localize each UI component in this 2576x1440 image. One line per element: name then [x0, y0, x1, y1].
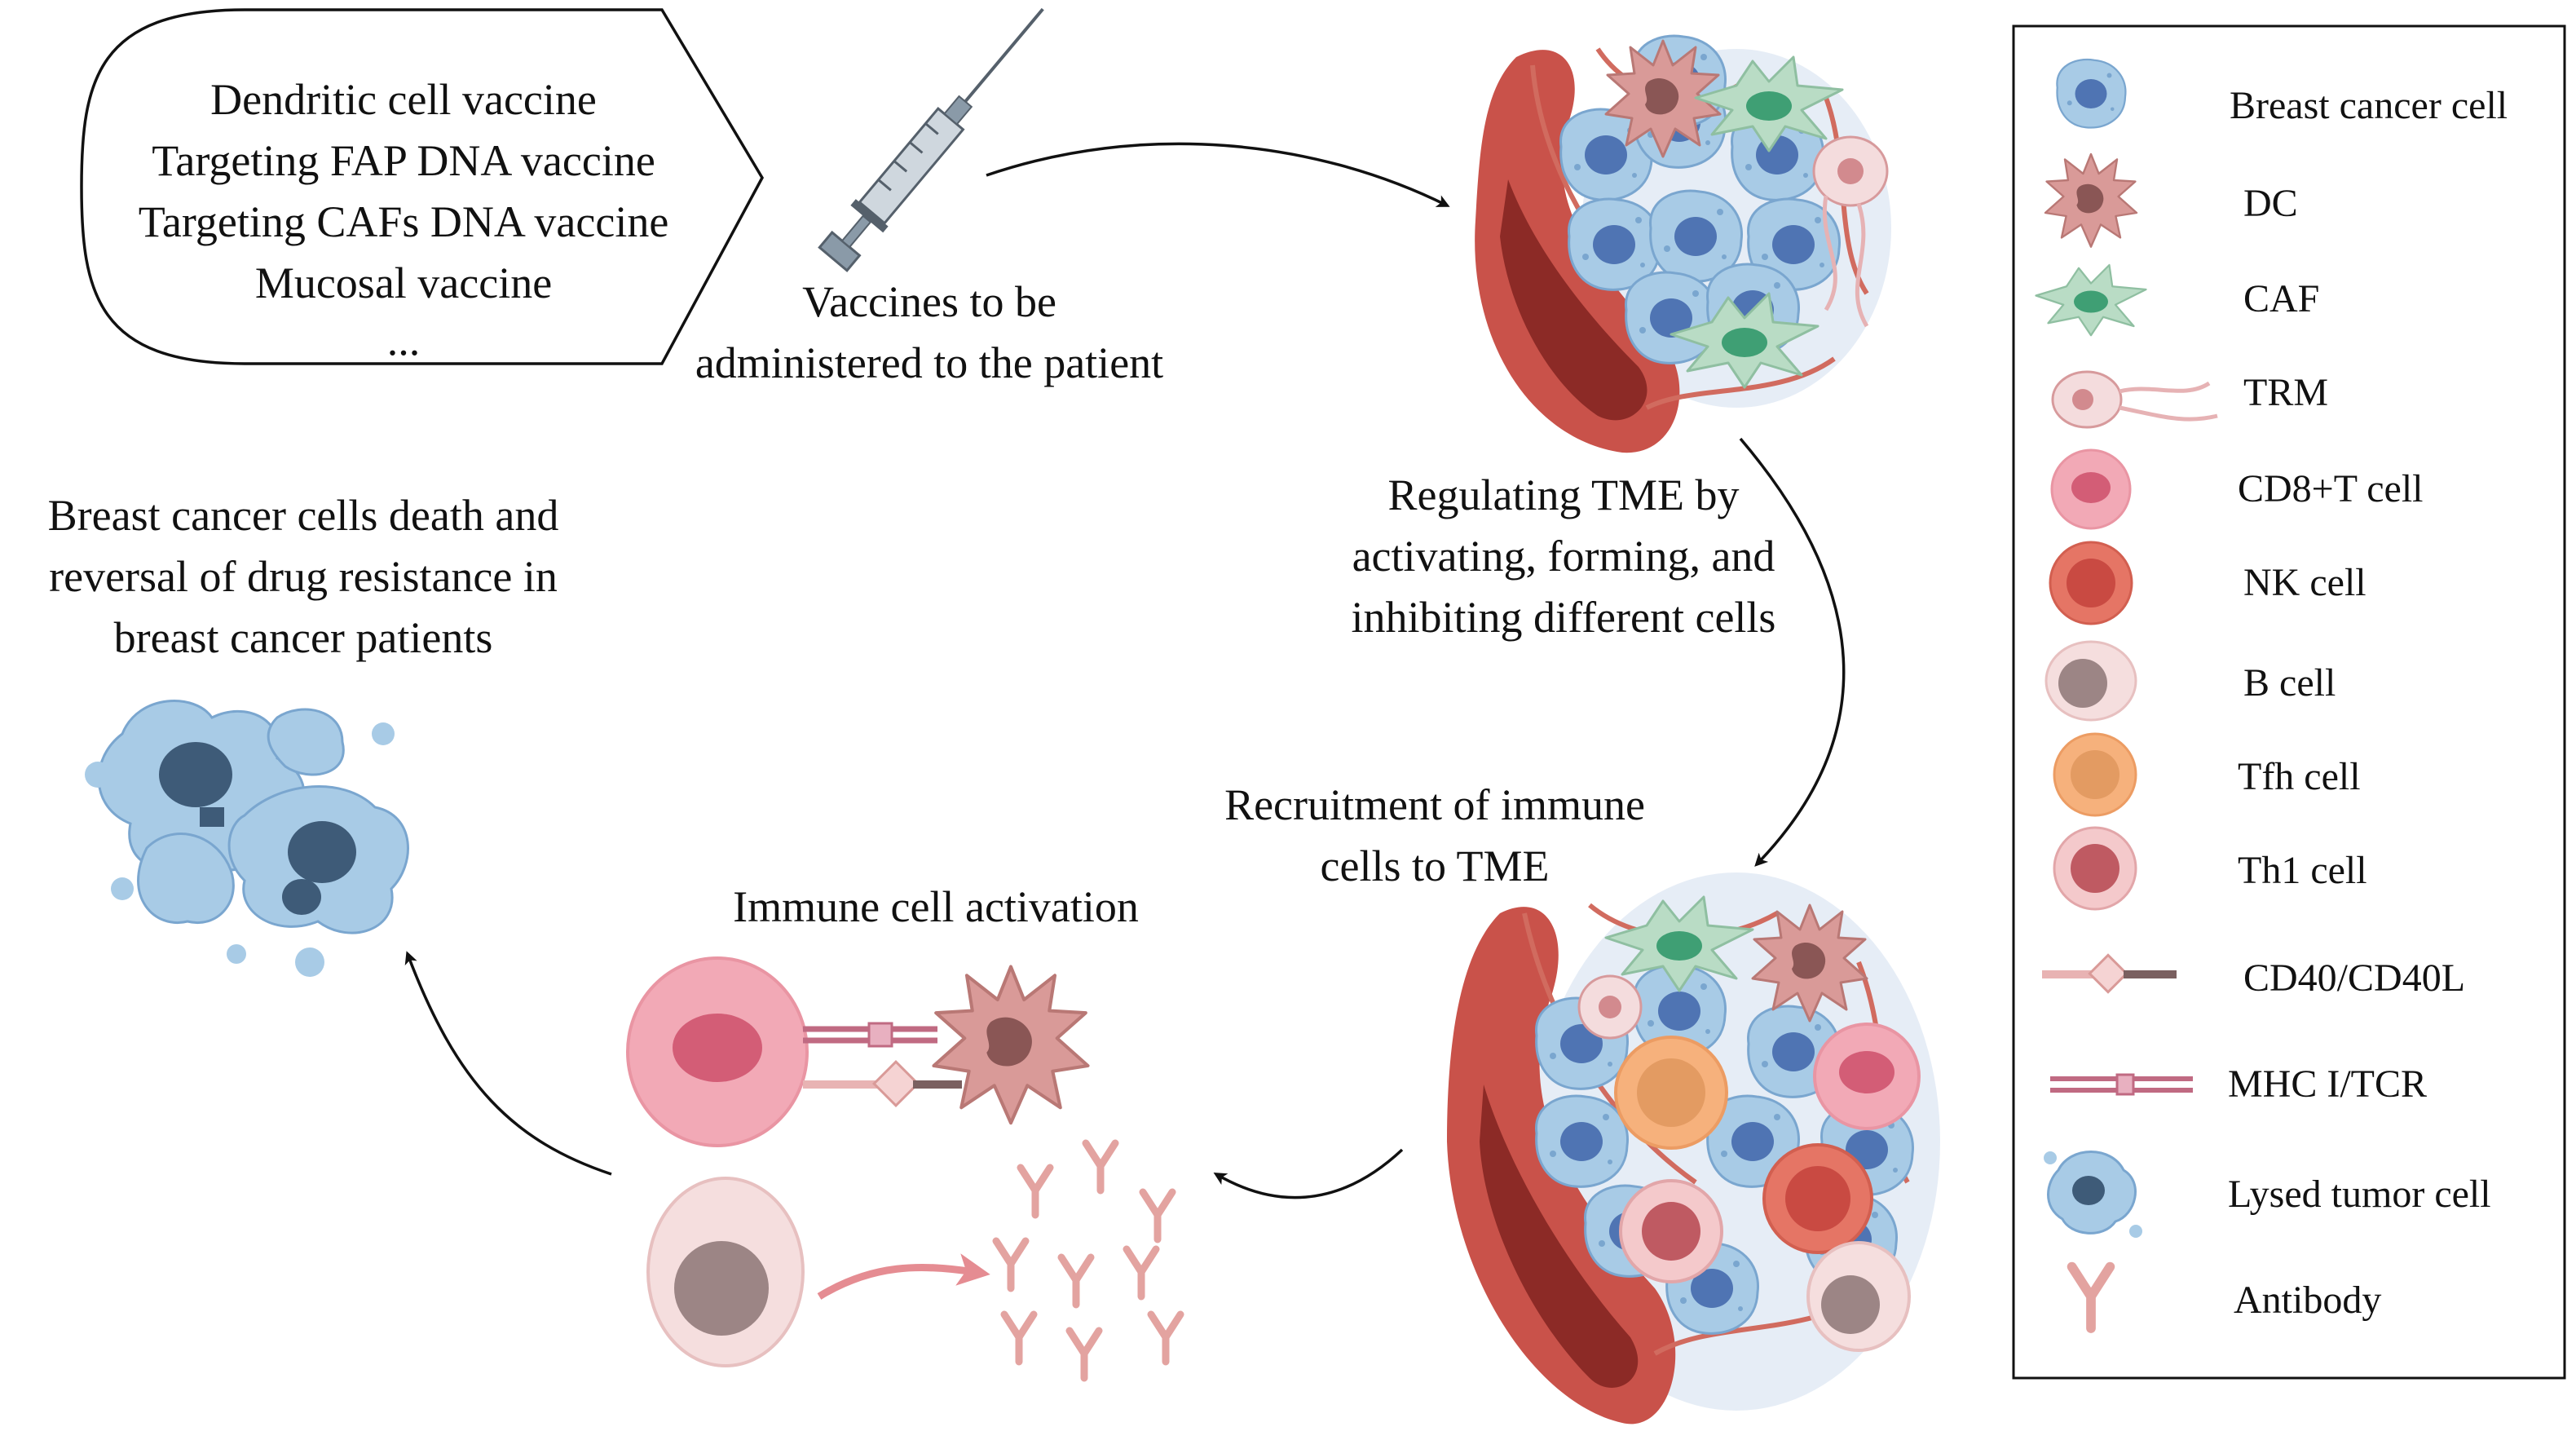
recruitment-label-line1: Recruitment of immune	[1224, 780, 1645, 829]
cd8-t-cell-icon	[2050, 448, 2132, 530]
outcome-label-line1: Breast cancer cells death and	[48, 491, 559, 540]
lysed-tumor-cell-icon	[2044, 1151, 2142, 1238]
lysed-cancer-cells	[85, 700, 409, 977]
mhc-tcr-icon	[2050, 1073, 2193, 1096]
tumor-microenvironment-top	[1475, 34, 1891, 453]
vaccine-list-box	[80, 8, 765, 365]
legend-label-4: TRM	[2243, 371, 2328, 414]
breast-cancer-cell-icon	[2056, 58, 2127, 129]
vaccine-item-4: Mucosal vaccine	[255, 258, 552, 307]
arrow-tme-to-recruitment	[1739, 437, 1846, 867]
vaccine-item-5: ...	[387, 316, 421, 364]
vaccine-item-1: Dendritic cell vaccine	[210, 75, 597, 124]
vaccine-item-2: Targeting FAP DNA vaccine	[152, 136, 655, 185]
arrow-activation-to-outcome	[404, 951, 612, 1176]
outcome-label-line3: breast cancer patients	[114, 613, 493, 662]
regulating-label-line1: Regulating TME by	[1388, 470, 1740, 519]
regulating-label-line2: activating, forming, and	[1352, 532, 1775, 581]
arrow-recruitment-to-activation	[1213, 1148, 1404, 1199]
legend-label-6: NK cell	[2243, 561, 2366, 604]
legend-label-10: CD40/CD40L	[2243, 956, 2465, 1000]
vaccines-label-line2: administered to the patient	[695, 338, 1163, 387]
syringe-icon	[818, 7, 1044, 272]
th1-cell-icon	[2053, 826, 2137, 911]
tfh-cell-icon	[2053, 732, 2137, 817]
vaccine-item-3: Targeting CAFs DNA vaccine	[139, 197, 669, 246]
legend-label-12: Lysed tumor cell	[2228, 1173, 2491, 1216]
vaccines-label-line1: Vaccines to be	[802, 277, 1056, 326]
legend-label-5: CD8+T cell	[2238, 467, 2423, 510]
legend-icons	[2035, 58, 2218, 1328]
legend-label-9: Th1 cell	[2238, 849, 2367, 892]
cd40-cd40l-icon	[2042, 953, 2177, 994]
legend-label-1: Breast cancer cell	[2230, 84, 2508, 127]
trm-cell-icon	[2051, 370, 2218, 429]
b-cell-icon	[2044, 640, 2137, 722]
nk-cell-icon	[2049, 541, 2133, 625]
immune-activation-scene	[626, 956, 1180, 1378]
arrow-vaccine-to-tme	[986, 142, 1450, 207]
legend-label-2: DC	[2243, 182, 2298, 225]
legend-label-13: Antibody	[2234, 1279, 2381, 1322]
activation-label: Immune cell activation	[733, 882, 1139, 931]
regulating-label-line3: inhibiting different cells	[1352, 593, 1776, 642]
legend-label-8: Tfh cell	[2238, 755, 2361, 798]
legend-label-7: B cell	[2243, 661, 2336, 705]
legend-label-11: MHC I/TCR	[2228, 1062, 2427, 1106]
recruitment-label-line2: cells to TME	[1321, 841, 1550, 890]
tumor-microenvironment-bottom	[1447, 872, 1940, 1425]
legend-label-3: CAF	[2243, 277, 2319, 320]
outcome-label-line2: reversal of drug resistance in	[49, 552, 558, 601]
